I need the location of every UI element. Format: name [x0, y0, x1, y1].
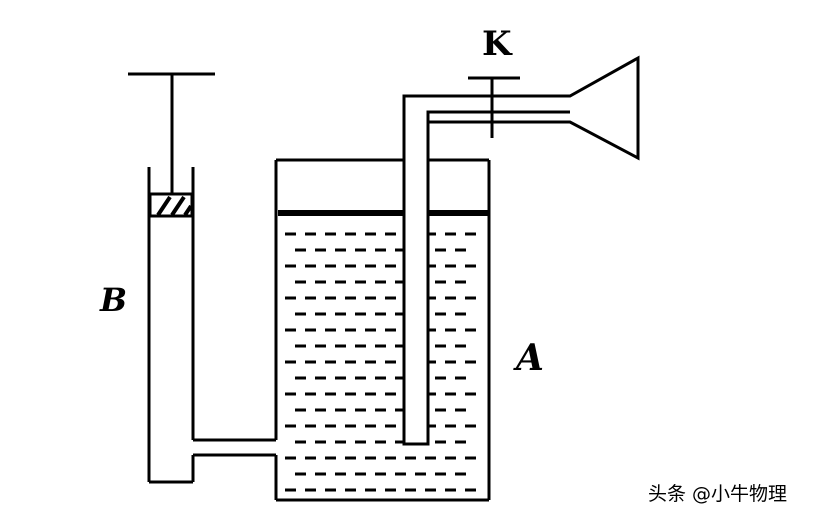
valve-k	[468, 76, 520, 138]
label-k: K	[482, 24, 513, 64]
connecting-tube	[193, 438, 276, 457]
watermark: 头条 @小牛物理	[648, 483, 787, 505]
container-a	[274, 158, 491, 502]
syringe-b	[128, 72, 215, 484]
label-b: B	[99, 281, 127, 319]
water-dashes	[285, 232, 476, 492]
glass-tube	[402, 55, 640, 446]
label-a: A	[513, 337, 544, 379]
piston	[148, 192, 194, 218]
